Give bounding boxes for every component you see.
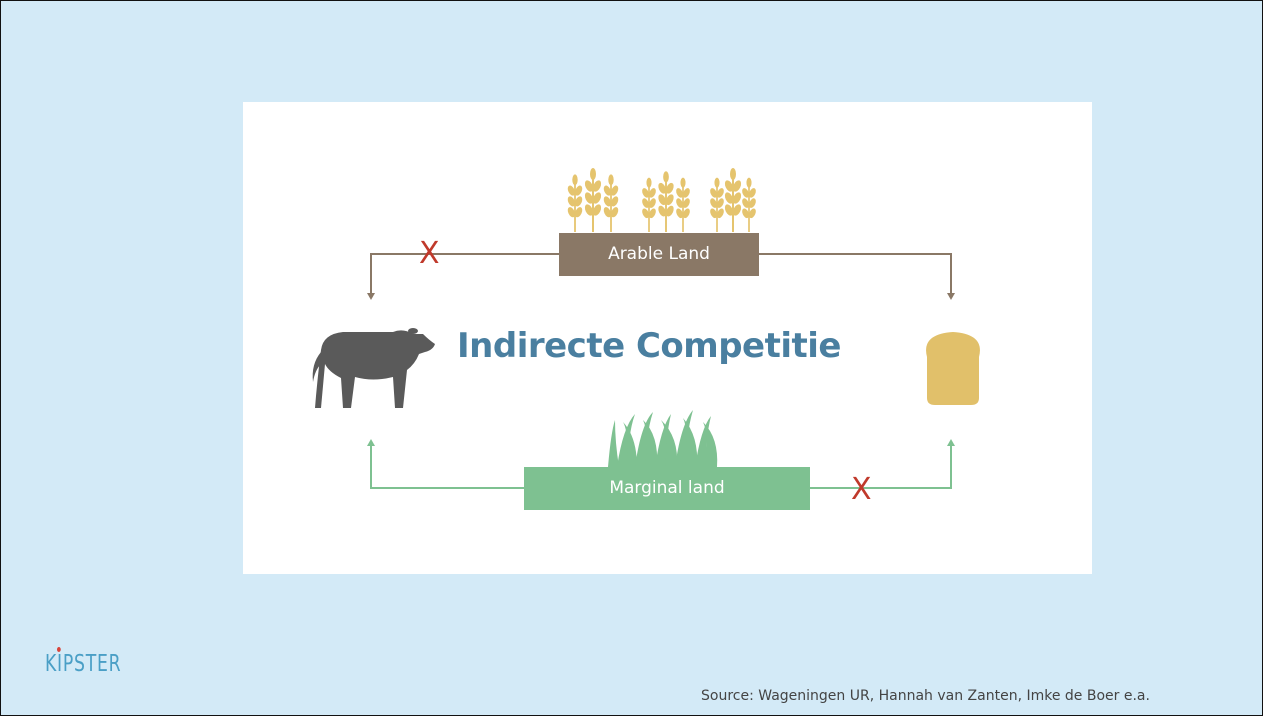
logo-dot-icon [57, 647, 61, 652]
source-citation: Source: Wageningen UR, Hannah van Zanten… [701, 688, 1150, 704]
wheat-icon [565, 167, 759, 233]
arable-land-box: Arable Land [559, 233, 759, 276]
marginal-land-box: Marginal land [524, 467, 810, 510]
arable-cow-blocked-mark: X [419, 236, 440, 271]
bread-icon [926, 332, 980, 405]
grass-icon [608, 410, 718, 467]
arable-to-bread-arrow [759, 253, 955, 300]
marginal-to-bread-arrow [810, 439, 955, 489]
cow-icon [312, 328, 435, 408]
arable-to-cow-arrow [367, 253, 559, 300]
logo-text: KIPSTER [45, 651, 122, 677]
diagram-graphic [312, 167, 980, 489]
kipster-logo: KIPSTER [45, 647, 122, 677]
marginal-to-cow-arrow [367, 439, 524, 489]
diagram-panel: Indirecte Competitie Arable Land Margina… [243, 102, 1092, 574]
diagram-title: Indirecte Competitie [457, 326, 842, 366]
marginal-bread-blocked-mark: X [851, 472, 872, 507]
